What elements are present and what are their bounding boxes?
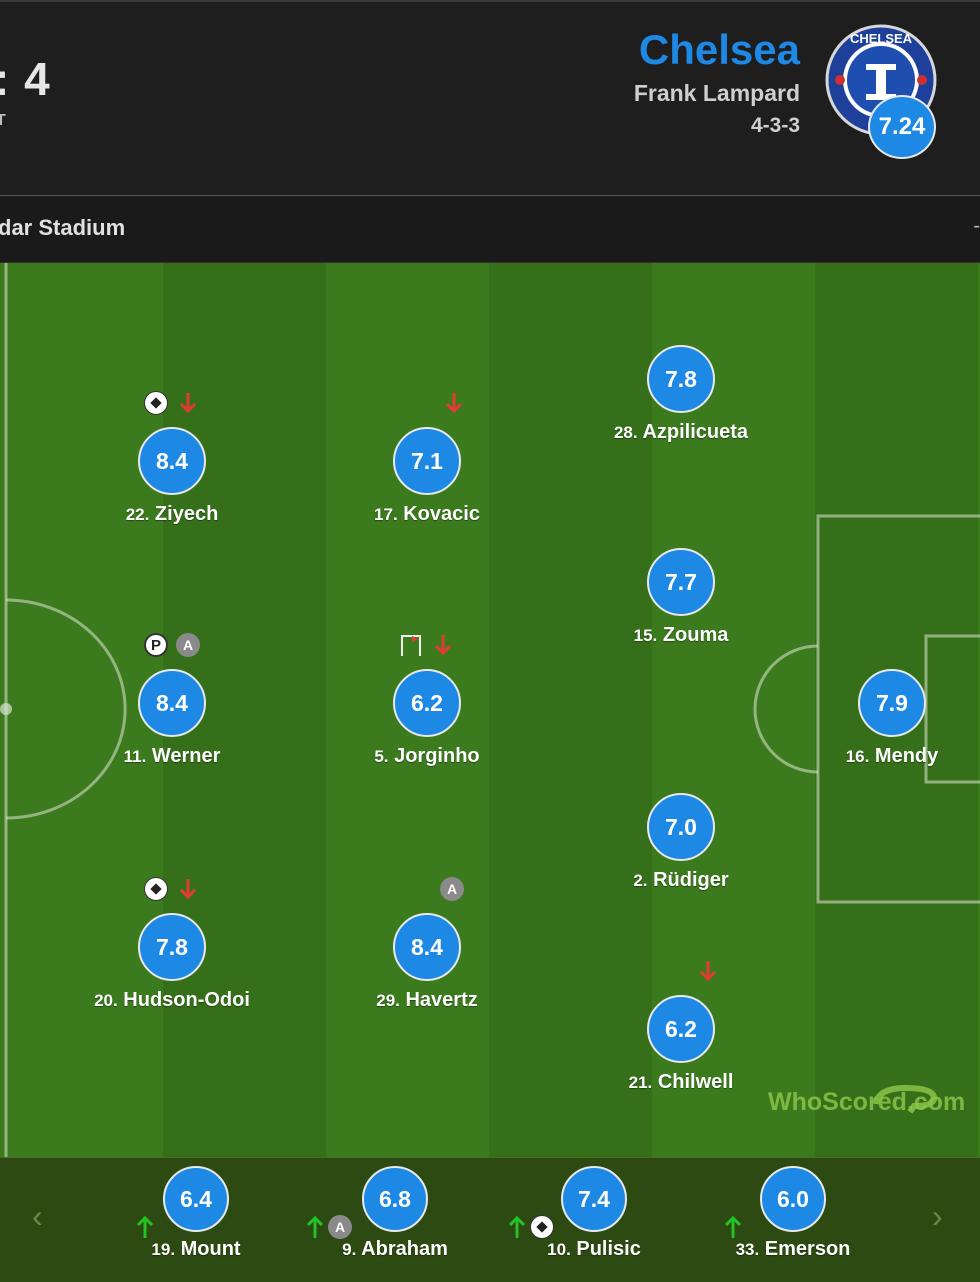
player-name: 29. Havertz bbox=[376, 989, 478, 1011]
player-hudson-odoi[interactable]: 7.8 20. Hudson-Odoi bbox=[72, 877, 272, 1012]
subbed-off-arrow-icon bbox=[699, 961, 717, 982]
player-name: 28. Azpilicueta bbox=[613, 421, 749, 443]
goal-ball-icon bbox=[143, 876, 169, 902]
goal-ball-icon bbox=[143, 390, 169, 416]
goal-ball-icon bbox=[530, 1215, 554, 1239]
player-rating: 7.9 bbox=[858, 669, 926, 737]
player-name: 10. Pulisic bbox=[547, 1238, 641, 1260]
assist-icon: A bbox=[439, 876, 465, 902]
player-rudiger[interactable]: 7.0 2. Rüdiger bbox=[581, 793, 781, 892]
sub-player-mount[interactable]: 6.4 19. Mount bbox=[101, 1166, 291, 1261]
player-jorginho[interactable]: 6.2 5. Jorginho bbox=[327, 635, 527, 768]
player-rating: 7.8 bbox=[647, 345, 715, 413]
player-name: 15. Zouma bbox=[633, 624, 729, 646]
player-rating: 8.4 bbox=[138, 669, 206, 737]
subbed-off-arrow-icon bbox=[179, 393, 197, 414]
venue-bar: dar Stadium - bbox=[0, 197, 980, 263]
sub-player-abraham[interactable]: 6.8 9. Abraham bbox=[300, 1166, 490, 1261]
player-zouma[interactable]: 7.7 15. Zouma bbox=[581, 548, 781, 647]
player-rating: 6.4 bbox=[163, 1166, 229, 1232]
player-name: 11. Werner bbox=[123, 745, 221, 767]
match-status: T bbox=[0, 112, 6, 129]
corner-flag-icon bbox=[401, 635, 421, 656]
player-werner[interactable]: P A 8.4 11. Werner bbox=[72, 633, 272, 768]
penalty-icon: P bbox=[143, 632, 169, 658]
player-rating: 8.4 bbox=[138, 427, 206, 495]
sub-events bbox=[134, 1214, 156, 1240]
player-name: 33. Emerson bbox=[735, 1238, 851, 1260]
assist-icon: A bbox=[175, 632, 201, 658]
player-rating: 7.4 bbox=[561, 1166, 627, 1232]
pitch: 7.8 28. Azpilicueta 7.7 15. Zouma 7.0 2.… bbox=[0, 263, 980, 1157]
player-rating: 7.0 bbox=[647, 793, 715, 861]
player-name: 19. Mount bbox=[151, 1238, 241, 1260]
sub-events bbox=[722, 1214, 744, 1240]
player-rating: 6.8 bbox=[362, 1166, 428, 1232]
subbed-on-arrow-icon bbox=[306, 1215, 324, 1238]
player-name: 5. Jorginho bbox=[374, 745, 480, 767]
substitutes-bar: ‹ › 6.4 19. Mount 6.8 9. Abraham A 7.4 1… bbox=[0, 1157, 980, 1282]
player-events: P A bbox=[72, 633, 272, 657]
player-kovacic[interactable]: 7.1 17. Kovacic bbox=[327, 393, 527, 526]
player-rating: 8.4 bbox=[393, 913, 461, 981]
player-events bbox=[72, 877, 272, 901]
subbed-off-arrow-icon bbox=[445, 393, 463, 414]
player-name: 22. Ziyech bbox=[125, 503, 219, 525]
team-rating: 7.24 bbox=[868, 95, 936, 159]
svg-text:CHELSEA: CHELSEA bbox=[850, 31, 913, 46]
venue-trailing-text: - bbox=[973, 215, 980, 237]
player-name: 20. Hudson-Odoi bbox=[94, 989, 250, 1011]
whoscored-watermark: WhoScored.com bbox=[768, 1088, 966, 1116]
player-name: 2. Rüdiger bbox=[633, 869, 729, 891]
player-azpilicueta[interactable]: 7.8 28. Azpilicueta bbox=[581, 345, 781, 444]
player-name: 21. Chilwell bbox=[628, 1071, 734, 1093]
whoscored-logo-icon bbox=[873, 1084, 938, 1114]
bench-prev-button[interactable]: ‹ bbox=[32, 1198, 43, 1234]
sub-events bbox=[506, 1214, 554, 1240]
assist-icon: A bbox=[328, 1215, 352, 1239]
match-header: : 4 T Chelsea Frank Lampard 4-3-3 CHELSE… bbox=[0, 0, 980, 196]
pitch-markings bbox=[0, 263, 980, 1157]
player-events bbox=[581, 959, 781, 983]
subbed-on-arrow-icon bbox=[508, 1215, 526, 1238]
subbed-off-arrow-icon bbox=[179, 879, 197, 900]
player-name: 17. Kovacic bbox=[374, 503, 480, 525]
player-events: A bbox=[327, 877, 527, 901]
sub-player-pulisic[interactable]: 7.4 10. Pulisic bbox=[499, 1166, 689, 1261]
player-events bbox=[327, 633, 527, 657]
player-events bbox=[72, 391, 272, 415]
player-rating: 6.0 bbox=[760, 1166, 826, 1232]
subbed-off-arrow-icon bbox=[434, 635, 452, 656]
player-rating: 7.7 bbox=[647, 548, 715, 616]
player-rating: 6.2 bbox=[647, 995, 715, 1063]
sub-events: A bbox=[304, 1214, 352, 1240]
player-chilwell[interactable]: 6.2 21. Chilwell bbox=[581, 961, 781, 1094]
sub-player-emerson[interactable]: 6.0 33. Emerson bbox=[698, 1166, 888, 1261]
bench-next-button[interactable]: › bbox=[932, 1198, 943, 1234]
match-score: : 4 bbox=[0, 53, 51, 105]
player-havertz[interactable]: A 8.4 29. Havertz bbox=[327, 877, 527, 1012]
player-ziyech[interactable]: 8.4 22. Ziyech bbox=[72, 391, 272, 526]
formation: 4-3-3 bbox=[750, 114, 800, 137]
stadium-name: dar Stadium bbox=[0, 215, 126, 240]
manager-name: Frank Lampard bbox=[633, 80, 800, 106]
player-events bbox=[327, 391, 527, 415]
subbed-on-arrow-icon bbox=[136, 1215, 154, 1238]
subbed-on-arrow-icon bbox=[724, 1215, 742, 1238]
player-mendy[interactable]: 7.9 16. Mendy bbox=[792, 669, 980, 768]
player-name: 16. Mendy bbox=[845, 745, 939, 767]
player-rating: 7.1 bbox=[393, 427, 461, 495]
player-rating: 6.2 bbox=[393, 669, 461, 737]
player-rating: 7.8 bbox=[138, 913, 206, 981]
team-name[interactable]: Chelsea bbox=[638, 26, 800, 73]
player-name: 9. Abraham bbox=[342, 1238, 448, 1260]
